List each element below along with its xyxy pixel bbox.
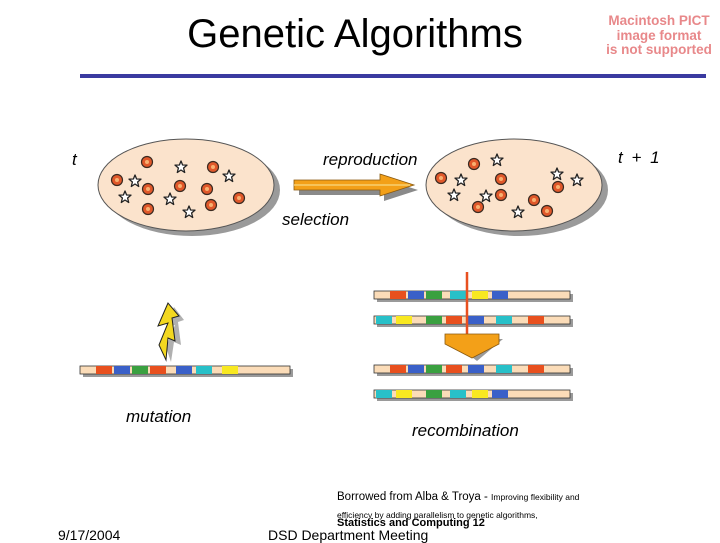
pict-line-2: image format <box>616 27 702 43</box>
credit-small-2: efficiency by adding parallelism to gene… <box>337 510 538 520</box>
pict-line-1: Macintosh PICT <box>608 13 710 28</box>
label-t: t <box>72 150 77 169</box>
label-mutation: mutation <box>126 407 192 426</box>
page-title: Genetic Algorithms <box>187 12 523 56</box>
footer-meeting: DSD Department Meeting <box>268 527 429 543</box>
title-divider <box>80 74 706 78</box>
mutation-chromosome <box>79 365 293 377</box>
label-reproduction: reproduction <box>323 150 418 169</box>
population-t <box>97 138 280 236</box>
label-recombination: recombination <box>412 421 519 440</box>
parent-chromosome-2 <box>373 315 573 327</box>
pict-line-3: is not supported <box>606 42 712 57</box>
recombination-arrow <box>444 333 503 361</box>
reproduction-arrow <box>293 173 418 201</box>
population-t1 <box>425 138 608 236</box>
parent-chromosome-1 <box>373 290 573 302</box>
credit-main: Borrowed from Alba & Troya - <box>337 491 492 503</box>
footer-date: 9/17/2004 <box>58 527 121 543</box>
pict-unsupported-notice: Macintosh PICT image format is not suppo… <box>598 13 720 58</box>
label-selection: selection <box>282 210 350 229</box>
offspring-chromosome-1 <box>373 364 573 376</box>
label-t-plus-1: t + 1 <box>618 148 662 167</box>
offspring-chromosome-2 <box>373 389 573 401</box>
lightning-bolt-icon <box>157 302 184 362</box>
credit-citation: Borrowed from Alba & Troya - Improving f… <box>337 490 637 522</box>
journal-citation: Statistics and Computing 12 <box>337 517 485 529</box>
credit-small-1: Improving flexibility and <box>491 492 580 502</box>
